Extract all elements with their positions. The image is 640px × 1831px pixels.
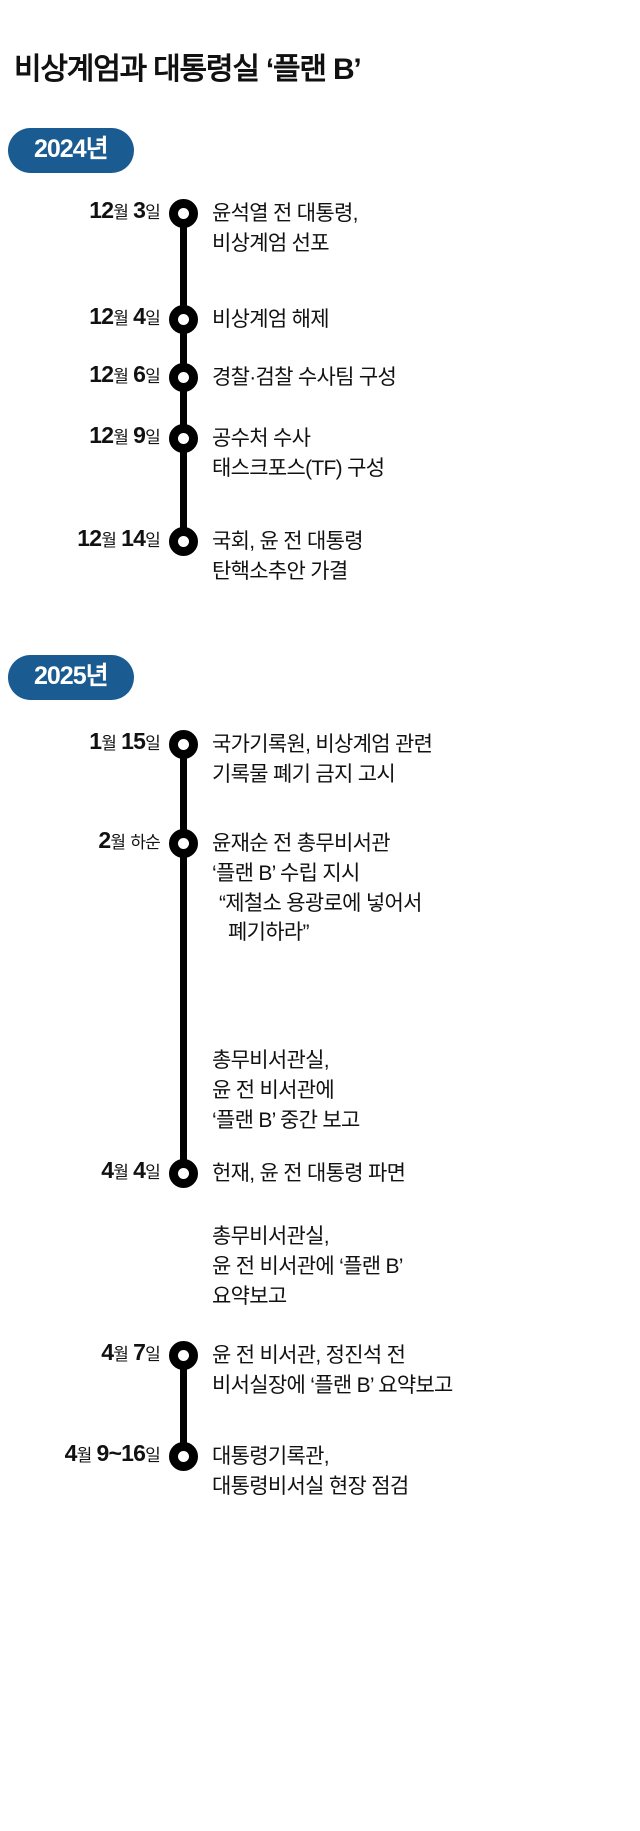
- event-line: ‘플랜 B’ 중간 보고: [212, 1108, 360, 1132]
- event-line: 대통령기록관,: [212, 1445, 330, 1468]
- event-note-block: 총무비서관실, 윤 전 비서관에 ‘플랜 B’ 중간 보고: [212, 1046, 636, 1135]
- timeline-rail-2025-lower: [180, 1355, 187, 1456]
- timeline-marker-icon: [169, 1159, 198, 1188]
- event-line: 윤 전 비서관에 ‘플랜 B’: [212, 1254, 403, 1278]
- event-line: 윤재순 전 총무비서관: [212, 832, 391, 855]
- timeline-marker-icon: [169, 305, 198, 334]
- event-note-block: 총무비서관실, 윤 전 비서관에 ‘플랜 B’ 요약보고: [212, 1222, 636, 1311]
- timeline-marker-icon: [169, 829, 198, 858]
- event-line: 윤 전 비서관에: [212, 1078, 335, 1102]
- timeline-marker-icon: [169, 730, 198, 759]
- event-date: 1월 15일: [89, 728, 161, 754]
- event-line: 비상계엄 해제: [212, 308, 330, 331]
- event-line: 공수처 수사: [212, 427, 311, 450]
- timeline-marker-icon: [169, 199, 198, 228]
- event-content: 국회, 윤 전 대통령 탄핵소추안 가결: [212, 527, 636, 587]
- event-line: 요약보고: [212, 1284, 287, 1308]
- year-badge-2024: 2024년: [8, 128, 134, 173]
- event-date: 4월 9~16일: [64, 1440, 161, 1466]
- timeline-marker-icon: [169, 363, 198, 392]
- event-content: 윤 전 비서관, 정진석 전 비서실장에 ‘플랜 B’ 요약보고: [212, 1341, 636, 1401]
- event-content: 윤석열 전 대통령, 비상계엄 선포: [212, 199, 636, 259]
- event-line: 비서실장에 ‘플랜 B’ 요약보고: [212, 1373, 453, 1397]
- event-line: 윤석열 전 대통령,: [212, 202, 358, 225]
- event-line: 탄핵소추안 가결: [212, 559, 348, 583]
- event-date: 12월 9일: [89, 422, 161, 448]
- event-line: 경찰·검찰 수사팀 구성: [212, 366, 397, 389]
- event-line: 비상계엄 선포: [212, 231, 330, 255]
- event-line: ‘플랜 B’ 수립 지시: [212, 861, 360, 885]
- timeline-rail-2025: [180, 744, 187, 1173]
- event-line: 총무비서관실,: [212, 1049, 330, 1072]
- page-title: 비상계엄과 대통령실 ‘플랜 B’: [14, 53, 362, 86]
- event-date: 12월 6일: [89, 361, 161, 387]
- timeline-marker-icon: [169, 527, 198, 556]
- event-date: 4월 4일: [101, 1157, 161, 1183]
- event-date: 12월 3일: [89, 197, 161, 223]
- year-badge-2025: 2025년: [8, 655, 134, 700]
- event-line: 기록물 폐기 금지 고시: [212, 762, 396, 786]
- event-content: 공수처 수사 태스크포스(TF) 구성: [212, 424, 636, 484]
- event-date: 2월 하순: [98, 827, 160, 853]
- event-date: 12월 4일: [89, 303, 161, 329]
- event-line: 국가기록원, 비상계엄 관련: [212, 733, 433, 756]
- timeline-marker-icon: [169, 1341, 198, 1370]
- event-line: 윤 전 비서관, 정진석 전: [212, 1344, 406, 1367]
- event-date: 12월 14일: [77, 525, 160, 551]
- event-content: 대통령기록관, 대통령비서실 현장 점검: [212, 1442, 636, 1502]
- timeline-marker-icon: [169, 424, 198, 453]
- timeline-marker-icon: [169, 1442, 198, 1471]
- event-line: 폐기하라”: [228, 921, 309, 945]
- event-date: 4월 7일: [101, 1339, 161, 1365]
- event-line: 헌재, 윤 전 대통령 파면: [212, 1162, 406, 1185]
- event-line: 총무비서관실,: [212, 1225, 330, 1248]
- event-line: 대통령비서실 현장 점검: [212, 1474, 409, 1498]
- event-content: 윤재순 전 총무비서관 ‘플랜 B’ 수립 지시 “제철소 용광로에 넣어서 폐…: [212, 829, 636, 948]
- event-line: “제철소 용광로에 넣어서: [219, 891, 422, 915]
- event-content: 경찰·검찰 수사팀 구성: [212, 363, 636, 393]
- event-content: 비상계엄 해제: [212, 305, 636, 335]
- event-content: 국가기록원, 비상계엄 관련 기록물 폐기 금지 고시: [212, 730, 636, 790]
- event-line: 태스크포스(TF) 구성: [212, 456, 385, 480]
- event-line: 국회, 윤 전 대통령: [212, 530, 364, 553]
- event-content: 헌재, 윤 전 대통령 파면: [212, 1159, 636, 1189]
